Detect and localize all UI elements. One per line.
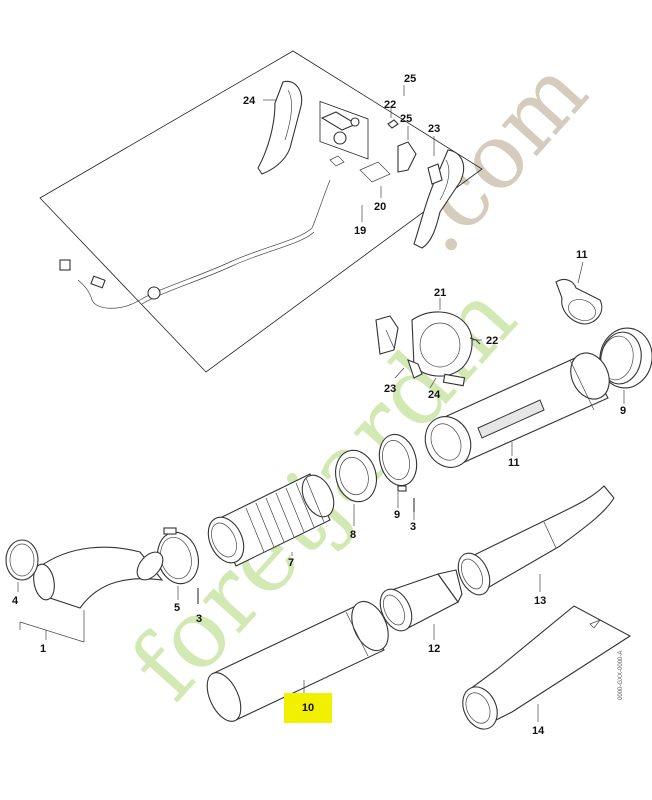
callout-3-right: 3 [410,521,416,533]
part-4-hose-clamp [156,527,200,604]
callout-22: 22 [384,99,396,111]
callout-7: 9 [394,509,400,521]
callout-14: 14 [532,725,545,737]
part-12-short-nozzle [379,569,463,632]
callout-24: 23 [428,123,440,135]
callout-3-left: 3 [196,613,202,625]
callout-20: 19 [354,225,366,237]
part-7-ring [378,433,418,492]
document-id: 0000-GXX-0000-A [618,650,624,700]
handle-assembly-box [39,50,483,373]
part-1-elbow-hose [33,546,164,609]
callout-21: 20 [374,201,386,213]
part-13-curved-nozzle [457,485,615,596]
part-14-flat-nozzle [462,605,632,730]
callout-1: 1 [40,643,46,655]
callout-19: 25 [404,73,416,85]
part-2-o-ring [5,539,39,581]
callout-12: 12 [428,643,440,655]
callout-17: 23 [384,383,396,395]
callout-5: 7 [288,557,294,569]
part-8-blower-tube [424,352,610,468]
cable-harness [77,179,331,309]
callout-8: 11 [508,457,520,469]
part-15-fan-housing [375,311,481,387]
callout-13: 13 [534,595,546,607]
handle-shell-left [257,80,303,175]
part-6-adapter-ring [334,449,378,503]
switch-bracket [319,100,369,160]
part-9-ring-nut [599,327,652,389]
callout-16: 22 [486,335,498,347]
highlighted-part-10-label: 10 [284,693,332,723]
handle-shell-right [413,149,465,249]
callout-15: 21 [434,287,446,299]
callout-18: 24 [428,389,441,401]
part-5-corrugated-hose [207,473,335,567]
callout-2: 4 [12,595,19,607]
callout-6: 8 [350,529,356,541]
callout-4: 5 [174,602,180,614]
callout-25: 25 [400,113,412,125]
part-11-nozzle-clip [555,279,603,325]
callout-11: 11 [576,249,588,261]
callout-23: 24 [243,95,256,107]
part-10-straight-tube [206,600,389,722]
callout-9: 9 [620,405,626,417]
